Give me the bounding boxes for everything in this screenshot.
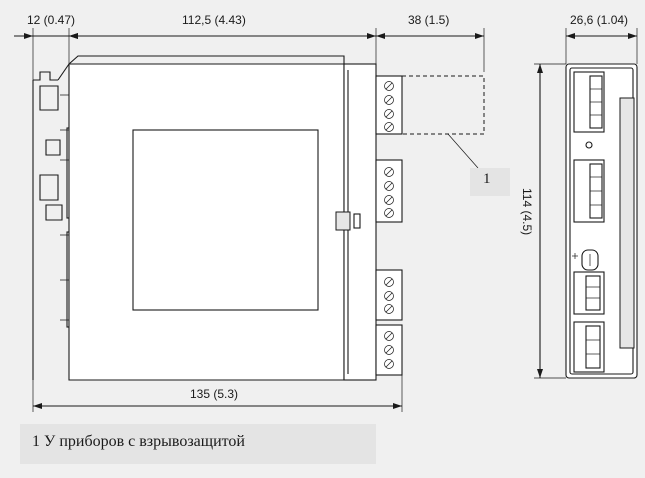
dim-label-rail-depth: 12 (0.47) (27, 13, 75, 27)
extension-lines-top (32, 28, 638, 80)
footnote-text: 1 У приборов с взрывозащитой (32, 433, 245, 450)
callout-leader (447, 133, 479, 169)
terminal-block-3 (375, 269, 403, 321)
terminal-block-2 (375, 159, 403, 223)
callout-number: 1 (483, 171, 491, 187)
housing-front-view (565, 63, 638, 379)
dim-terminal-extension: 38 (1.5) (376, 13, 484, 39)
dim-label-height: 114 (4.5) (520, 188, 534, 235)
dim-label-total-depth: 135 (5.3) (190, 387, 238, 401)
ex-option-outline (402, 75, 485, 135)
dim-width: 26,6 (1.04) (566, 13, 637, 39)
terminal-block-1 (375, 75, 403, 135)
callout-marker (470, 168, 510, 196)
dim-height: 114 (4.5) (520, 63, 566, 379)
cover-latch (335, 211, 351, 231)
display-window (132, 129, 319, 311)
dim-total-depth: 135 (5.3) (32, 375, 403, 412)
dim-label-terminal-extension: 38 (1.5) (408, 13, 449, 27)
footnote-box: 1 У приборов с взрывозащитой (20, 424, 376, 464)
housing-side-view (68, 55, 377, 381)
dim-label-width: 26,6 (1.04) (570, 13, 628, 27)
terminal-blocks-side (375, 75, 485, 376)
dim-housing-depth: 112,5 (4.43) (69, 13, 376, 39)
dim-label-housing-depth: 112,5 (4.43) (182, 13, 246, 27)
